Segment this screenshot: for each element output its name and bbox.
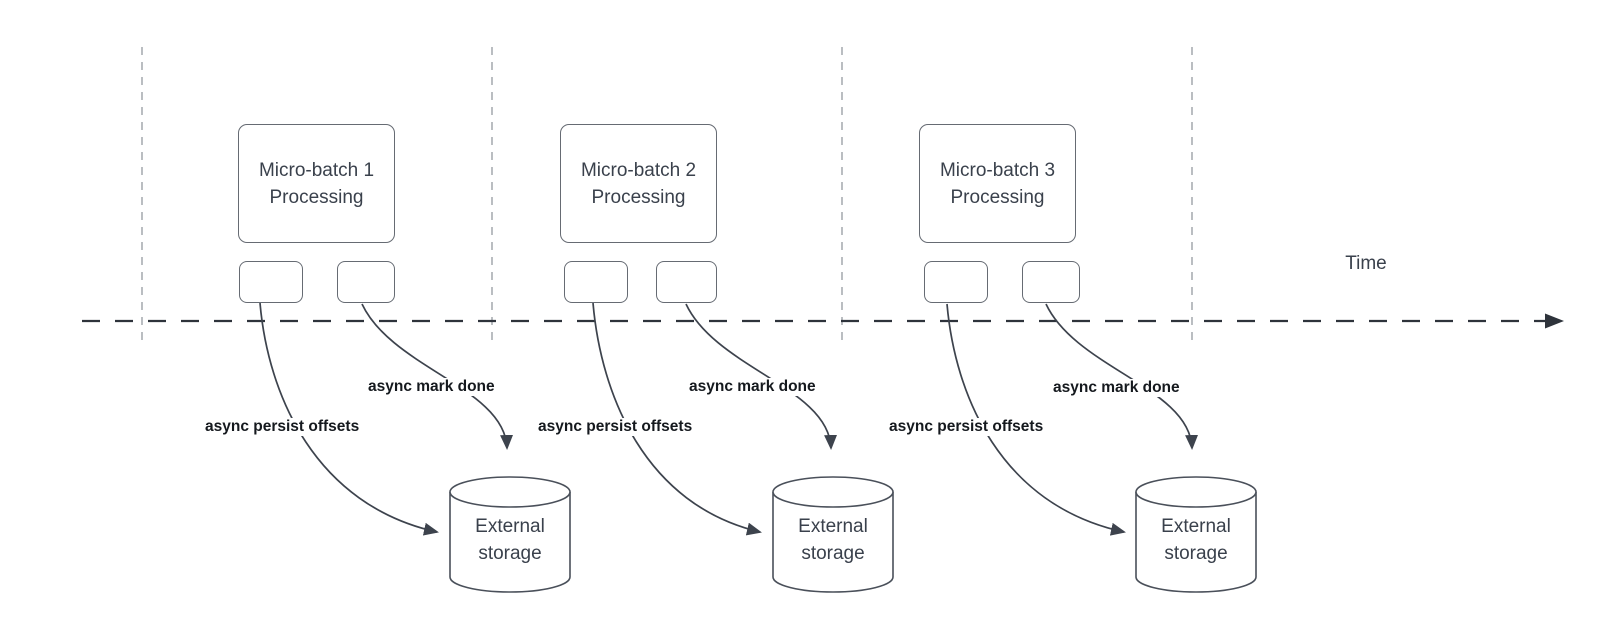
mark-done-arrow-3 bbox=[1045, 303, 1199, 450]
mark-done-arrow-2 bbox=[685, 303, 838, 450]
micro-batch-3-title-line2: Processing bbox=[950, 186, 1045, 208]
section-1-arrows bbox=[259, 302, 514, 536]
storage-cylinders bbox=[449, 476, 1257, 593]
mark-done-label-2: async mark done bbox=[687, 378, 818, 396]
external-storage-3-line1: External bbox=[1161, 516, 1231, 537]
cylinder-body-3 bbox=[1135, 492, 1257, 593]
persist-offsets-arrow-3 bbox=[946, 303, 1126, 536]
external-storage-3-line2: storage bbox=[1164, 543, 1228, 564]
micro-batch-1-task-box-right bbox=[337, 261, 395, 303]
micro-batch-2-processing-box: Micro-batch 2 Processing bbox=[560, 124, 717, 243]
external-storage-label-3: External storage bbox=[1136, 477, 1256, 587]
mark-done-label-1: async mark done bbox=[366, 378, 497, 396]
external-storage-1-line1: External bbox=[475, 516, 545, 537]
persist-offsets-label-2: async persist offsets bbox=[536, 418, 695, 436]
micro-batch-1-title-line1: Micro-batch 1 bbox=[258, 159, 375, 181]
persist-offsets-arrow-1 bbox=[259, 302, 439, 536]
micro-batch-1-title-line2: Processing bbox=[269, 186, 364, 208]
persist-offsets-label-1: async persist offsets bbox=[203, 418, 362, 436]
micro-batch-2-title-line1: Micro-batch 2 bbox=[580, 159, 697, 181]
external-storage-2-line1: External bbox=[798, 516, 868, 537]
vertical-guide-lines bbox=[141, 47, 1193, 341]
cylinder-body-2 bbox=[772, 492, 894, 593]
cylinder-top-3 bbox=[1135, 476, 1257, 508]
section-2-arrows bbox=[592, 302, 838, 536]
micro-batch-2-task-box-left bbox=[564, 261, 628, 303]
time-axis-label: Time bbox=[1345, 253, 1387, 274]
persist-offsets-arrow-2 bbox=[592, 302, 762, 536]
external-storage-label-1: External storage bbox=[450, 477, 570, 587]
database-cylinder-icon-1 bbox=[449, 476, 571, 593]
micro-batch-2-title-line2: Processing bbox=[591, 186, 686, 208]
micro-batch-3-title-line1: Micro-batch 3 bbox=[939, 159, 1056, 181]
mark-done-arrow-1 bbox=[361, 303, 514, 450]
external-storage-1-line2: storage bbox=[478, 543, 542, 564]
section-3-arrows bbox=[946, 303, 1199, 536]
micro-batch-2-task-box-right bbox=[656, 261, 717, 303]
micro-batch-1-task-box-left bbox=[239, 261, 303, 303]
persist-offsets-label-3: async persist offsets bbox=[887, 418, 1046, 436]
external-storage-2-line2: storage bbox=[801, 543, 865, 564]
cylinder-top-2 bbox=[772, 476, 894, 508]
external-storage-label-2: External storage bbox=[773, 477, 893, 587]
database-cylinder-icon-2 bbox=[772, 476, 894, 593]
cylinder-body-1 bbox=[449, 492, 571, 593]
micro-batch-1-processing-box: Micro-batch 1 Processing bbox=[238, 124, 395, 243]
micro-batch-3-processing-box: Micro-batch 3 Processing bbox=[919, 124, 1076, 243]
cylinder-top-1 bbox=[449, 476, 571, 508]
micro-batch-3-task-box-right bbox=[1022, 261, 1080, 303]
micro-batch-3-task-box-left bbox=[924, 261, 988, 303]
database-cylinder-icon-3 bbox=[1135, 476, 1257, 593]
mark-done-label-3: async mark done bbox=[1051, 379, 1182, 397]
